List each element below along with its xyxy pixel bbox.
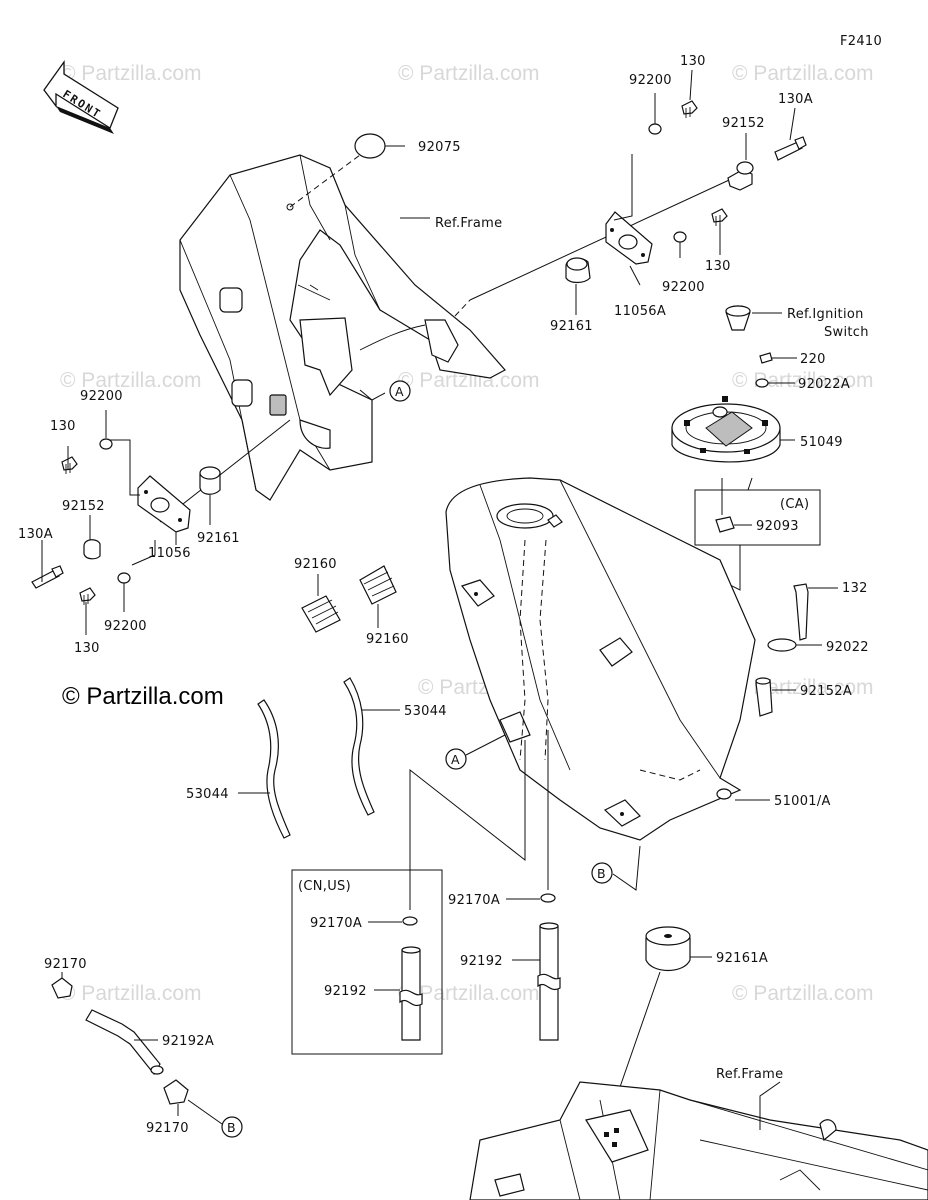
label-51001A: 51001/A xyxy=(774,794,831,809)
label-92161-top: 92161 xyxy=(550,319,593,334)
label-130-left-top: 130 xyxy=(50,419,76,434)
label-92075: 92075 xyxy=(418,140,461,155)
label-92152-top: 92152 xyxy=(722,116,765,131)
watermark: © Partzilla.com xyxy=(398,62,540,85)
label-130-mid: 130 xyxy=(705,259,731,274)
part-92170-top xyxy=(51,977,73,999)
label-130-left-bot: 130 xyxy=(74,641,100,656)
ref-ignition-line1: Ref.Ignition xyxy=(787,307,864,322)
diagram-code: F2410 xyxy=(840,34,882,49)
label-130A-top: 130A xyxy=(778,92,813,107)
watermark: © Partzilla.com xyxy=(398,982,540,1005)
ref-frame-bottom: Ref.Frame xyxy=(716,1067,783,1082)
label-51049: 51049 xyxy=(800,435,843,450)
label-53044-right: 53044 xyxy=(404,704,447,719)
watermark: © Partzilla.com xyxy=(732,62,874,85)
part-220 xyxy=(759,352,773,364)
watermark: © Partzilla.com xyxy=(398,369,540,392)
rear-frame xyxy=(469,1081,928,1200)
watermark: © Partzilla.com xyxy=(732,369,874,392)
part-92170A-mid xyxy=(540,893,556,903)
cn-us-box xyxy=(291,869,443,1055)
left-bracket xyxy=(31,410,291,635)
part-53044-right xyxy=(343,677,375,816)
part-132 xyxy=(793,583,809,641)
label-92192A: 92192A xyxy=(162,1034,214,1049)
copyright-text: © Partzilla.com xyxy=(62,683,224,710)
frame-head xyxy=(179,154,506,501)
label-92160-b: 92160 xyxy=(366,632,409,647)
watermark: © Partzilla.com xyxy=(732,982,874,1005)
callout-a-lower: A xyxy=(451,752,460,767)
label-92170A-box: 92170A xyxy=(310,916,362,931)
label-92200-top: 92200 xyxy=(629,73,672,88)
label-92200-left-top: 92200 xyxy=(80,389,123,404)
label-92152A: 92152A xyxy=(800,684,852,699)
ca-box xyxy=(694,489,821,546)
part-53044-left xyxy=(257,699,291,839)
label-92161-left: 92161 xyxy=(197,531,240,546)
part-92152A xyxy=(755,679,773,717)
label-92160-a: 92160 xyxy=(294,557,337,572)
callout-b-upper: B xyxy=(597,866,606,881)
label-92192-mid: 92192 xyxy=(460,954,503,969)
label-92192-box: 92192 xyxy=(324,984,367,999)
label-132: 132 xyxy=(842,581,868,596)
label-11056: 11056 xyxy=(148,546,191,561)
watermark: © Partzilla.com xyxy=(60,982,202,1005)
fuel-tank-51001 xyxy=(445,477,756,841)
ca-box-label: (CA) xyxy=(780,497,809,512)
part-92170A-box xyxy=(402,916,418,926)
label-92022: 92022 xyxy=(826,640,869,655)
part-92170-bot xyxy=(163,1079,189,1105)
callout-b-lower: B xyxy=(227,1120,236,1135)
label-92200-left-bot: 92200 xyxy=(104,619,147,634)
label-53044-left: 53044 xyxy=(186,787,229,802)
cn-us-box-label: (CN,US) xyxy=(298,879,351,894)
label-130-top: 130 xyxy=(680,54,706,69)
label-92022A: 92022A xyxy=(798,377,850,392)
label-92093: 92093 xyxy=(756,519,799,534)
label-92170-top: 92170 xyxy=(44,957,87,972)
label-220: 220 xyxy=(800,352,826,367)
watermark: © Partzilla.com xyxy=(60,369,202,392)
label-92170-bot: 92170 xyxy=(146,1121,189,1136)
part-92093 xyxy=(715,516,735,533)
label-130A-left: 130A xyxy=(18,527,53,542)
ref-frame-top: Ref.Frame xyxy=(435,216,502,231)
label-92170A-mid: 92170A xyxy=(448,893,500,908)
ref-ignition-line2: Switch xyxy=(824,325,869,340)
part-92022 xyxy=(767,638,797,652)
part-92075 xyxy=(354,133,386,159)
upper-right-bracket xyxy=(454,69,807,317)
fuel-cap-51049 xyxy=(671,396,781,463)
label-11056A: 11056A xyxy=(614,304,666,319)
label-92152-left: 92152 xyxy=(62,499,105,514)
watermark: © Partzilla.com xyxy=(60,62,202,85)
part-92022A xyxy=(755,378,769,388)
label-92200-mid: 92200 xyxy=(662,280,705,295)
callout-a-upper: A xyxy=(395,384,404,399)
part-92192A xyxy=(85,1009,161,1076)
label-92161A: 92161A xyxy=(716,951,768,966)
